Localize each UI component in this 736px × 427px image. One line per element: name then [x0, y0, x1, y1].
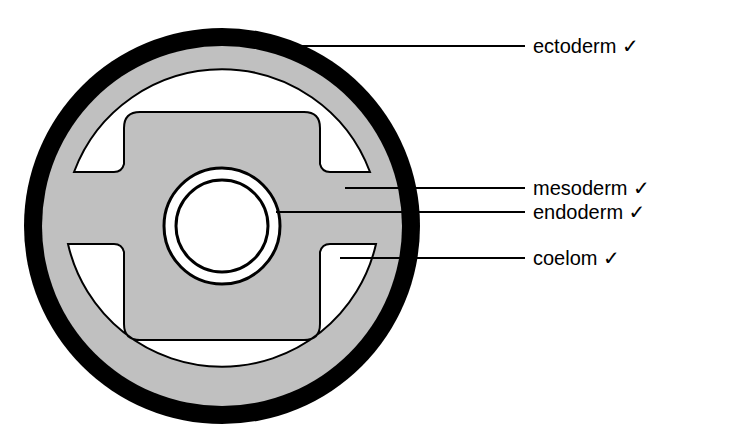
part-label: mesoderm ✓: [533, 176, 650, 200]
coelom-cavity: [74, 69, 370, 172]
part-label: endoderm ✓: [533, 200, 645, 224]
gut-lumen: [176, 180, 268, 272]
gut-wall: [164, 168, 280, 284]
leader-line: [276, 211, 525, 213]
ectoderm-layer: [24, 28, 420, 424]
part-label: coelom ✓: [533, 246, 620, 270]
leader-line: [340, 257, 525, 259]
part-label: ectoderm ✓: [533, 34, 639, 58]
mesoderm-layer: [42, 46, 402, 406]
leader-line: [345, 187, 525, 189]
leader-line: [300, 45, 525, 47]
